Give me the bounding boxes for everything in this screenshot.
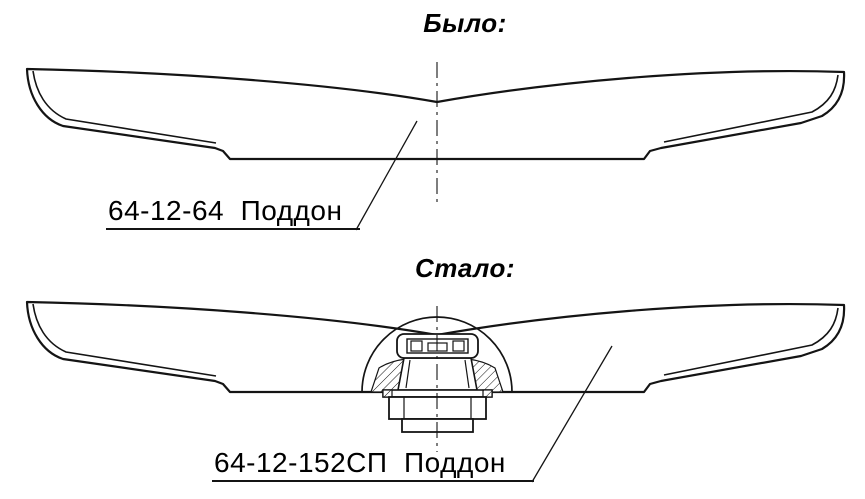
pan-view-before <box>25 62 846 231</box>
plug-thread-line-right <box>464 359 470 389</box>
part-label-before: 64-12-64 Поддон <box>106 195 360 230</box>
plug-thread-line-left <box>405 359 411 389</box>
pan-view-after <box>25 300 846 483</box>
title-before: Было: <box>423 8 507 38</box>
leader-line-after <box>531 345 613 483</box>
flange-hatch-left <box>382 389 393 398</box>
leader-line-before <box>355 120 418 231</box>
flange-hatch-right <box>482 389 493 398</box>
title-after: Стало: <box>414 253 516 283</box>
cap-detail-right <box>452 340 465 352</box>
cap-detail-left <box>410 340 423 352</box>
pan-profile-before <box>25 67 846 161</box>
part-label-after: 64-12-152СП Поддон <box>212 447 534 482</box>
